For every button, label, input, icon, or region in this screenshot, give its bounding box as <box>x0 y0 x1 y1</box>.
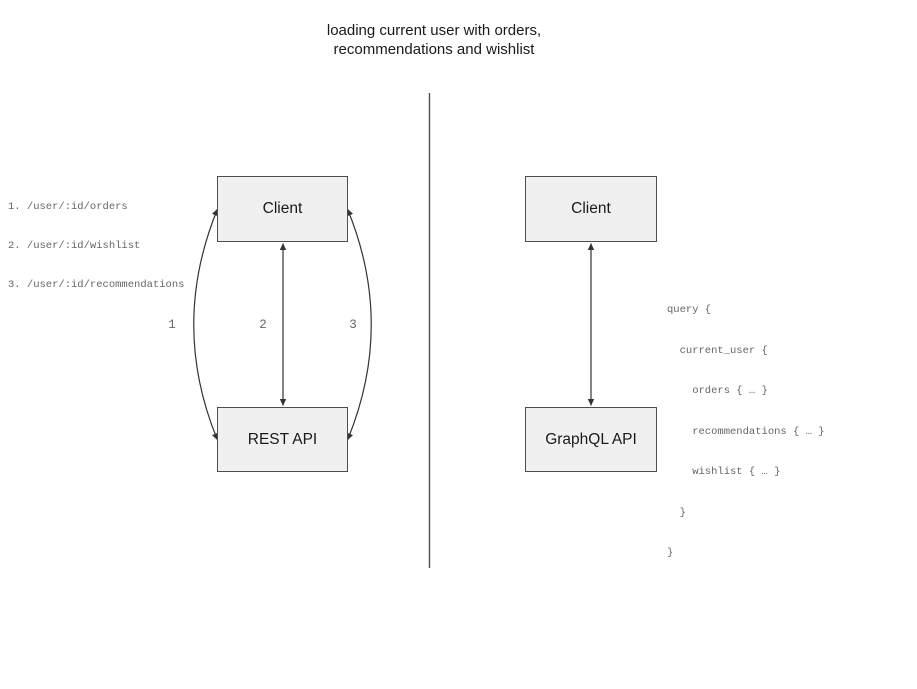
query-line: orders { … } <box>667 385 768 397</box>
rest-arrow-label-3: 3 <box>349 318 357 332</box>
graphql-client-label: Client <box>571 200 611 217</box>
rest-endpoint-recommendations: 3. /user/:id/recommendations <box>8 279 185 291</box>
graphql-query-snippet: query { current_user { orders { … } reco… <box>667 277 825 588</box>
query-line: } <box>667 506 686 519</box>
diagram-title-line1: loading current user with orders, <box>326 22 542 39</box>
rest-arrow-label-1: 1 <box>168 318 176 332</box>
graphql-api-box: GraphQL API <box>525 407 657 472</box>
graphql-api-label: GraphQL API <box>545 430 637 448</box>
rest-endpoint-orders: 1. /user/:id/orders <box>8 201 128 213</box>
query-line: wishlist { … } <box>667 466 781 478</box>
rest-client-box: Client <box>217 176 348 242</box>
query-line: query { <box>667 304 712 316</box>
diagram-title: loading current user with orders, recomm… <box>327 21 541 59</box>
rest-endpoint-wishlist: 2. /user/:id/wishlist <box>8 240 141 252</box>
rest-arrow-orders <box>193 208 219 441</box>
rest-api-label: REST API <box>247 430 318 448</box>
query-line: recommendations { … } <box>667 425 825 438</box>
rest-endpoint-list: 1. /user/:id/orders 2. /user/:id/wishlis… <box>8 175 184 318</box>
query-line: current_user { <box>667 344 768 357</box>
rest-api-box: REST API <box>217 407 348 472</box>
graphql-client-box: Client <box>525 176 657 242</box>
rest-arrow-label-2: 2 <box>259 318 267 332</box>
rest-client-label: Client <box>262 200 303 217</box>
diagram-title-line2: recommendations and wishlist <box>333 41 535 58</box>
query-line: } <box>667 547 674 559</box>
